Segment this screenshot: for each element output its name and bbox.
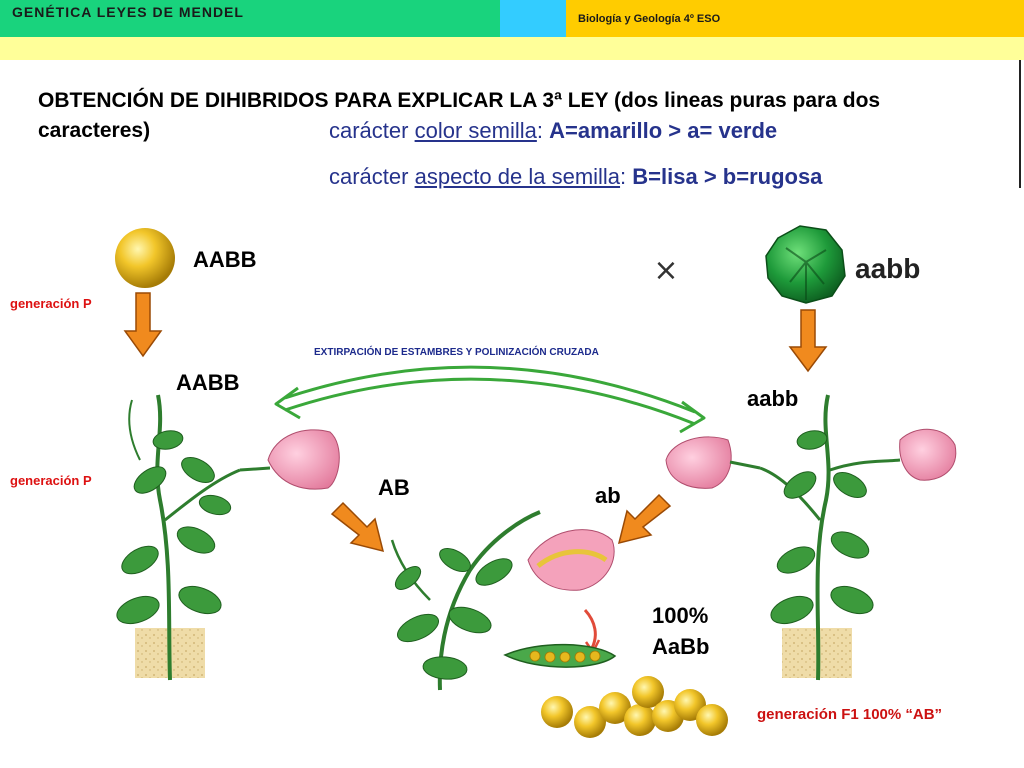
gamete-left: AB	[378, 475, 410, 500]
trait-color-prefix: carácter	[329, 118, 415, 143]
trait-color-line: carácter color semilla: A=amarillo > a= …	[329, 118, 777, 144]
right-plant-genotype: aabb	[747, 386, 799, 411]
trait-shape-line: carácter aspecto de la semilla: B=lisa >…	[329, 164, 822, 190]
parent-green-genotype: aabb	[855, 253, 921, 284]
pea-flower-icon	[527, 529, 615, 591]
trait-shape-prefix: carácter	[329, 164, 415, 189]
slide-title: OBTENCIÓN DE DIHIBRIDOS PARA EXPLICAR LA…	[38, 89, 881, 142]
double-arrow-icon	[274, 365, 706, 434]
offspring-percent: 100%	[652, 603, 709, 628]
yellow-peas-icon	[541, 676, 728, 738]
pea-pod-icon	[503, 643, 617, 668]
orange-arrow-icon	[788, 309, 828, 373]
pea-flower-icon	[239, 429, 340, 490]
cross-symbol: ×	[653, 253, 678, 288]
header-band	[0, 37, 1024, 60]
gamete-right: ab	[595, 483, 621, 508]
orange-arrow-icon	[330, 501, 385, 553]
cross-caption: EXTIRPACIÓN DE ESTAMBRES Y POLINIZACIÓN …	[314, 347, 599, 358]
trait-shape-name: aspecto de la semilla	[414, 164, 621, 189]
header-right-title: Biología y Geología 4º ESO	[578, 13, 721, 25]
orange-arrow-icon	[123, 292, 163, 358]
yellow-pea-icon	[115, 228, 175, 288]
trait-shape-detail: B=lisa > b=rugosa	[632, 164, 823, 189]
header-bar-right	[566, 0, 1024, 37]
pea-plant-icon	[116, 394, 241, 681]
offspring-genotype: AaBb	[652, 634, 710, 659]
small-arrow	[583, 608, 597, 649]
trait-color-detail: A=amarillo > a= verde	[549, 118, 778, 143]
pea-flower-icon	[665, 436, 761, 489]
trait-shape-sep: :	[620, 164, 633, 189]
divider-line	[1019, 60, 1021, 188]
generation-p-label-top: generación P	[10, 296, 92, 311]
header-left-title: GENÉTICA LEYES DE MENDEL	[12, 4, 244, 20]
header-bar-left	[0, 0, 500, 37]
trait-color-sep: :	[536, 118, 550, 143]
pea-flower-icon	[899, 428, 957, 481]
parent-yellow-genotype: AABB	[193, 247, 257, 272]
left-plant-genotype: AABB	[176, 370, 240, 395]
trait-color-name: color semilla	[414, 118, 537, 143]
orange-arrow-icon	[617, 493, 672, 545]
header-bar-accent	[500, 0, 566, 37]
pea-plant-icon	[390, 510, 541, 691]
wrinkled-green-pea-icon	[765, 225, 846, 304]
pea-plant-icon	[759, 394, 901, 681]
generation-f1-label: generación F1 100% “AB”	[757, 706, 943, 723]
generation-p-label-bottom: generación P	[10, 473, 92, 488]
